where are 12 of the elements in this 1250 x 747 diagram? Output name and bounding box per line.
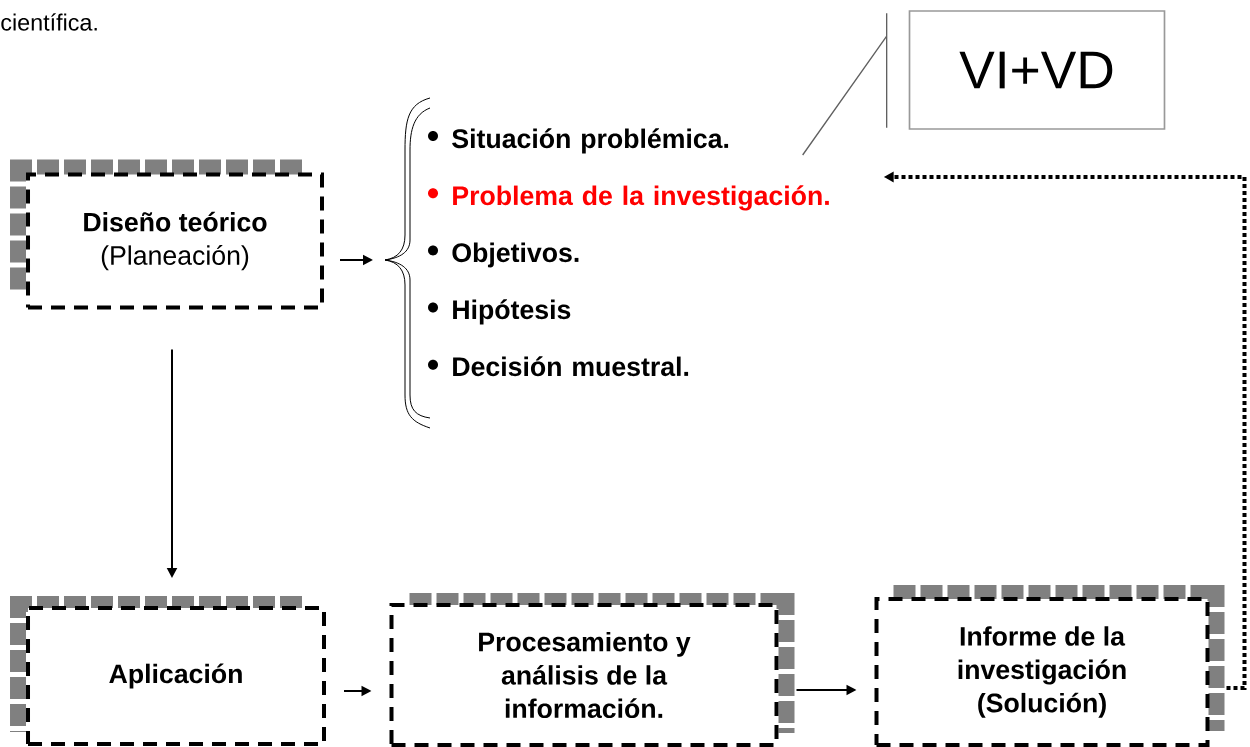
process-box: Diseño teórico (Planeación) <box>2 151 324 310</box>
process-box: Informe de la investigación (Solución) <box>874 577 1233 747</box>
arrow <box>802 12 888 156</box>
process-box: Procesamiento y análisis de la información. <box>389 585 803 747</box>
list-item: Hipótesis <box>453 299 571 325</box>
callout-box: VI+VD <box>908 10 1166 130</box>
list-item: Situación problémica. <box>452 128 729 154</box>
list-item: Problema de la investigación. <box>453 185 829 211</box>
caption-text: científica. <box>1 13 97 31</box>
list-item: Objetivos. <box>452 242 579 268</box>
list-item: Decisión muestral. <box>453 356 689 377</box>
process-box: Aplicación <box>2 588 326 746</box>
